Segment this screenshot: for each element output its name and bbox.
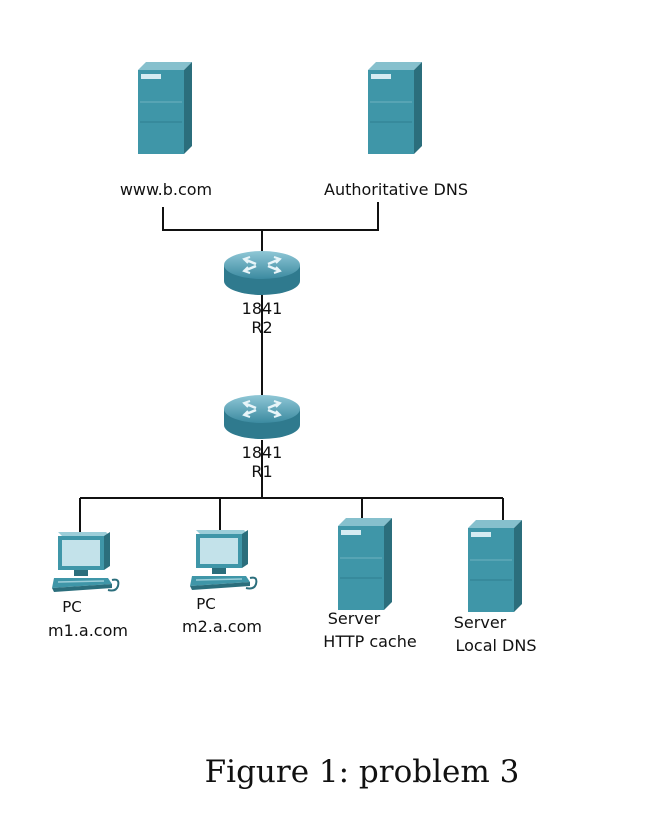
local-dns-node: Server Local DNS: [454, 519, 537, 655]
http-cache-type: Server: [328, 609, 381, 628]
router-r1-node: 1841 R1: [222, 393, 302, 481]
pc-m2-node: PC m2.a.com: [182, 529, 262, 636]
router-r2-model: 1841: [242, 299, 283, 318]
pc-m1-type: PC: [62, 598, 82, 616]
pc-m1-node: PC m1.a.com: [48, 531, 128, 640]
router-r2-name: R2: [251, 318, 272, 337]
router-r2-node: 1841 R2: [222, 249, 302, 337]
figure-caption: Figure 1: problem 3: [205, 754, 520, 790]
pc-m2-label: m2.a.com: [182, 617, 262, 636]
server-icon: [337, 517, 393, 611]
server-icon: [467, 519, 523, 613]
local-dns-label: Local DNS: [456, 636, 537, 655]
server-icon: [367, 61, 423, 155]
pc-icon: [51, 531, 120, 593]
http-cache-node: Server HTTP cache: [323, 517, 417, 651]
authoritative-dns-node: Authoritative DNS: [324, 61, 468, 199]
wires: [79, 202, 504, 532]
authoritative-dns-label: Authoritative DNS: [324, 180, 468, 199]
web-server-label: www.b.com: [120, 180, 212, 199]
server-icon: [137, 61, 193, 155]
router-icon: [222, 393, 302, 441]
local-dns-type: Server: [454, 613, 507, 632]
web-server-node: www.b.com: [120, 61, 212, 199]
router-r1-name: R1: [251, 462, 272, 481]
top-link-wire: [162, 202, 379, 231]
pc-icon: [189, 529, 258, 591]
router-r1-model: 1841: [242, 443, 283, 462]
pc-m1-label: m1.a.com: [48, 621, 128, 640]
pc-m2-type: PC: [196, 595, 216, 613]
http-cache-label: HTTP cache: [323, 632, 416, 651]
router-icon: [222, 249, 302, 297]
